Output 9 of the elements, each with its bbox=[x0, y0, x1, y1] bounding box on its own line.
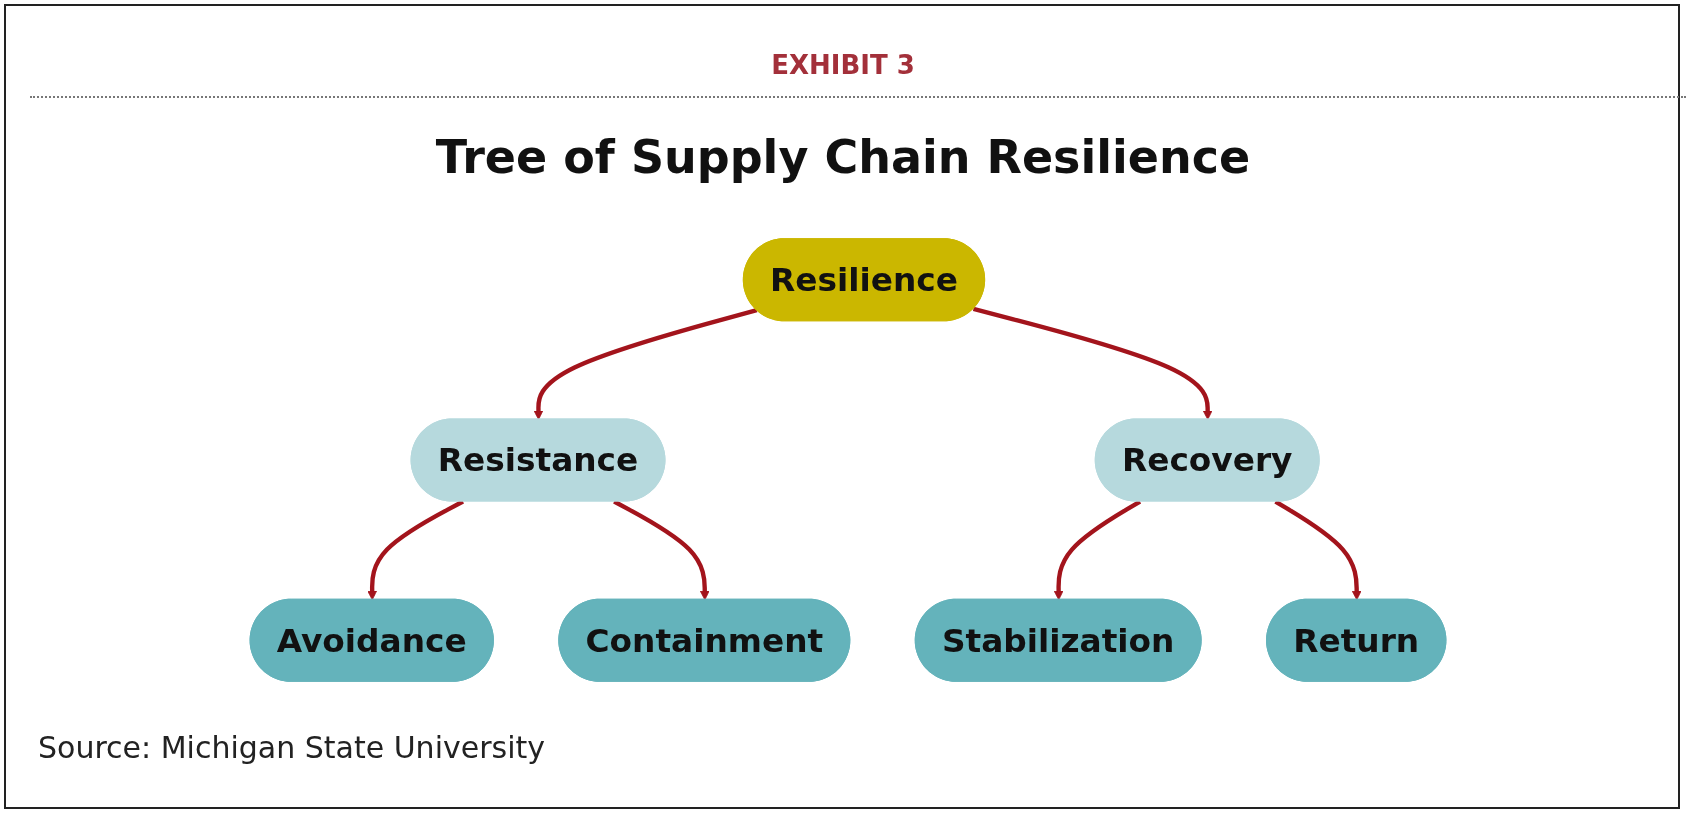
arrow bbox=[367, 499, 464, 601]
arrow bbox=[613, 499, 710, 601]
exhibit-label: EXHIBIT 3 bbox=[771, 50, 915, 80]
arrow bbox=[1274, 499, 1362, 601]
diagram-title: Tree of Supply Chain Resilience bbox=[435, 130, 1251, 184]
arrow bbox=[1053, 499, 1142, 601]
arrow bbox=[533, 307, 758, 420]
source-caption: Source: Michigan State University bbox=[38, 730, 545, 765]
arrow bbox=[972, 306, 1213, 420]
